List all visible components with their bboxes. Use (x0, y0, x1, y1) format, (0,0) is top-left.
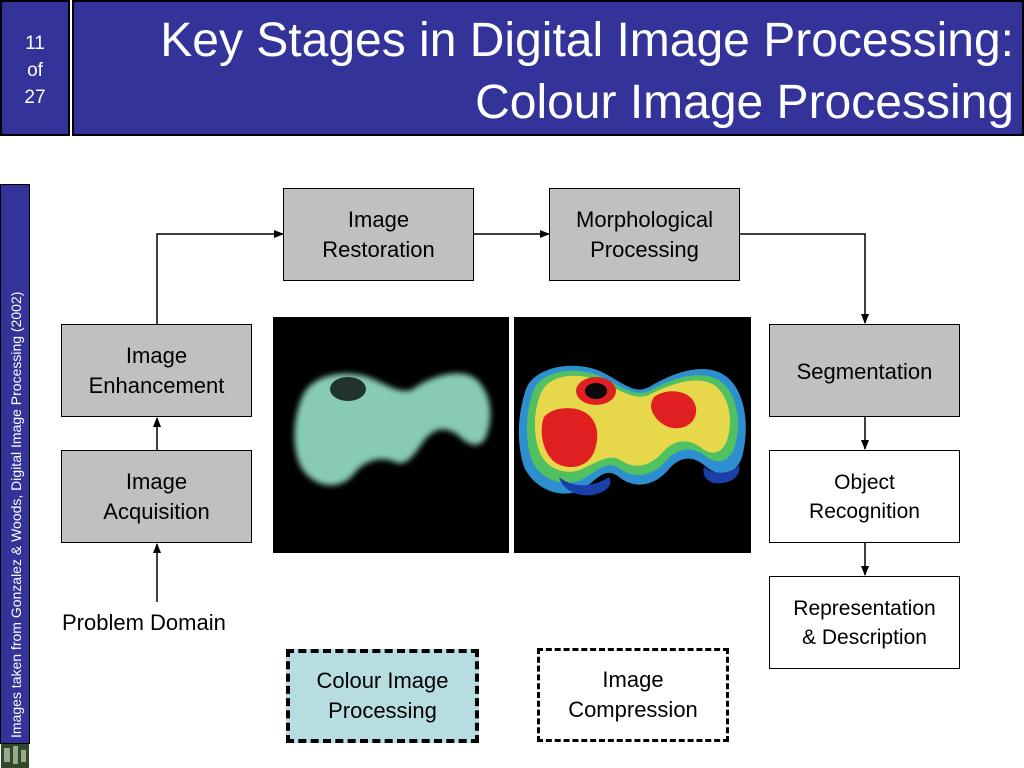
slide-total: 27 (24, 87, 46, 108)
side-credit-bar: Images taken from Gonzalez & Woods, Digi… (0, 184, 30, 744)
pseudo-colour-scan-image (518, 365, 746, 496)
example-image-left (273, 317, 509, 553)
slide-number: 11 (25, 33, 45, 54)
stage-image-enhancement: Image Enhancement (61, 324, 252, 417)
stage-representation-description: Representation & Description (769, 576, 960, 669)
slide-title-line-2: Colour Image Processing (475, 76, 1014, 129)
stage-image-acquisition: Image Acquisition (61, 450, 252, 543)
slide-of: of (27, 60, 43, 81)
tinted-scan-image (294, 373, 491, 486)
arrow-morphological-to-segmentation (740, 233, 869, 324)
title-bar: Key Stages in Digital Image Processing: … (72, 0, 1024, 136)
stage-image-restoration: Image Restoration (283, 188, 474, 281)
example-image-right (514, 317, 751, 553)
stage-morphological-processing: Morphological Processing (549, 188, 740, 281)
slide-title-line-1: Key Stages in Digital Image Processing: (160, 14, 1014, 67)
stage-object-recognition: Object Recognition (769, 450, 960, 543)
slide-counter: 11 of 27 (0, 0, 70, 136)
stage-segmentation: Segmentation (769, 324, 960, 417)
stage-colour-image-processing-highlighted: Colour Image Processing (286, 649, 479, 743)
logo-icon (1, 744, 29, 768)
arrow-enhancement-to-restoration (156, 230, 284, 324)
problem-domain-label: Problem Domain (62, 610, 226, 635)
stage-image-compression: Image Compression (537, 648, 729, 742)
